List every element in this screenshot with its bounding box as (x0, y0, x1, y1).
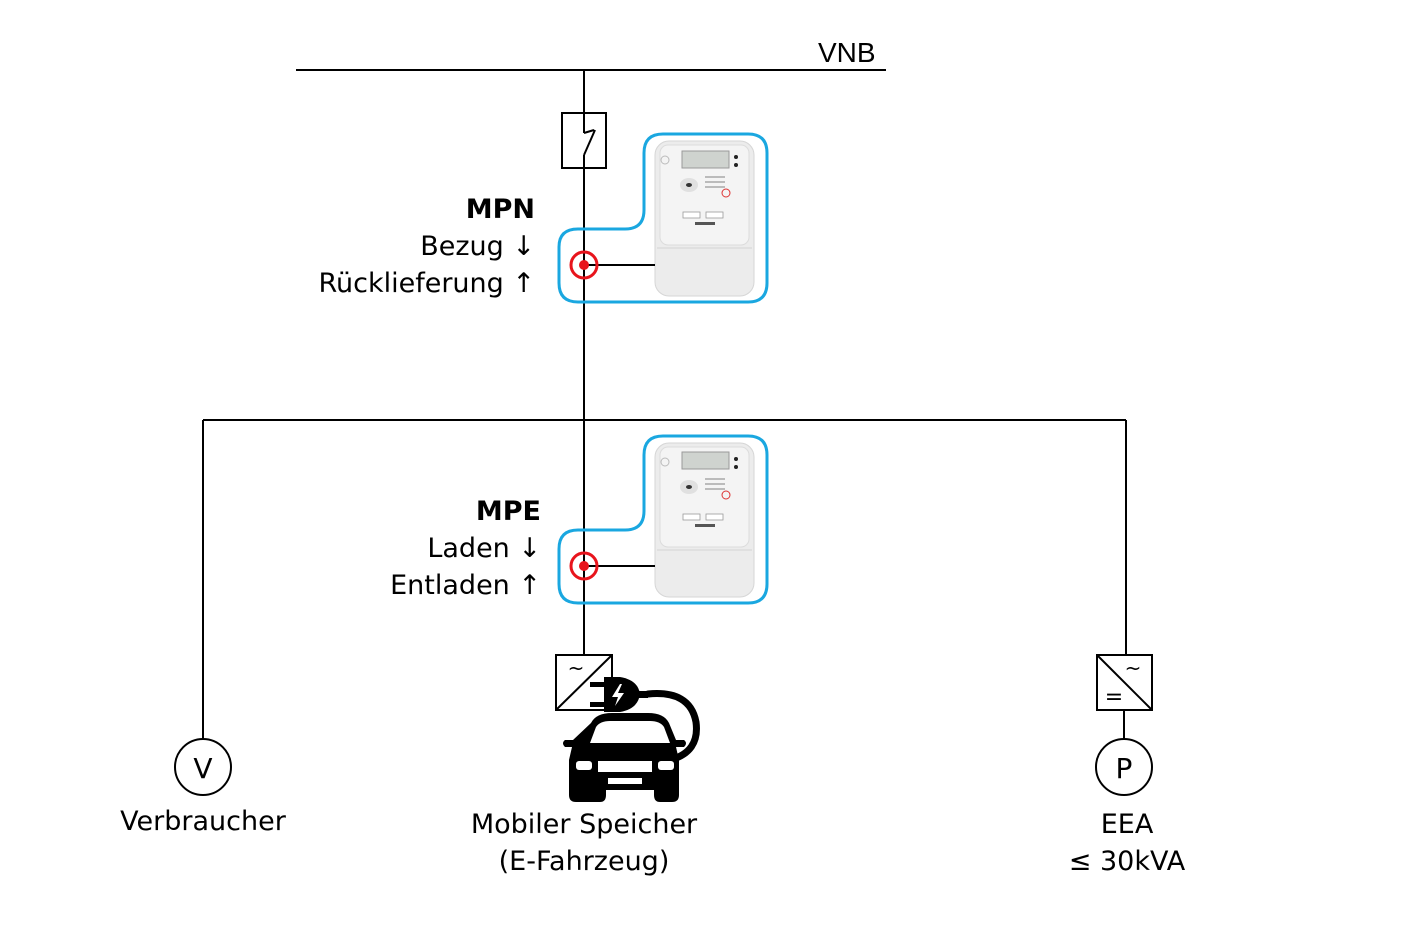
meter-mpe-discharge-label: Entladen ↑ (390, 570, 541, 601)
measurement-point-mpe-icon (569, 551, 599, 581)
meter-mpn-export-label: Rücklieferung ↑ (318, 268, 535, 299)
ev-label-line1: Mobiler Speicher (470, 809, 698, 840)
svg-text:~: ~ (568, 656, 585, 680)
ev-label-line2: (E-Fahrzeug) (498, 846, 670, 877)
grid-operator-label: VNB (818, 37, 876, 68)
meter-mpe-charge-label: Laden ↓ (427, 533, 541, 564)
main-switch-icon (561, 112, 607, 169)
ev-plug-icon (590, 677, 648, 712)
eea-label-line1: EEA (1100, 809, 1154, 840)
svg-text:=: = (1105, 685, 1123, 710)
meter-mpe-outline (557, 434, 769, 605)
measurement-point-mpn-icon (569, 250, 599, 280)
eea-label-line2: ≤ 30kVA (1068, 846, 1186, 877)
verbraucher-symbol-icon: V (174, 738, 232, 796)
meter-mpn-title: MPN (465, 194, 535, 225)
meter-mpn-import-label: Bezug ↓ (420, 231, 535, 262)
meter-mpe-title: MPE (475, 496, 541, 527)
smart-meter-icon (654, 140, 755, 297)
meter-mpe (557, 434, 769, 605)
meter-mpn (557, 132, 769, 304)
meter-mpn-outline (557, 132, 769, 304)
ev-cable-icon (644, 690, 700, 764)
svg-text:P: P (1116, 752, 1133, 785)
svg-text:V: V (193, 752, 212, 785)
svg-text:~: ~ (1125, 656, 1142, 680)
electric-car-icon (563, 713, 686, 802)
eea-generator-symbol-icon: P (1095, 738, 1153, 796)
eea-inverter-icon: ~ = (1096, 654, 1153, 711)
smart-meter-icon (654, 442, 755, 598)
verbraucher-label: Verbraucher (120, 806, 286, 837)
